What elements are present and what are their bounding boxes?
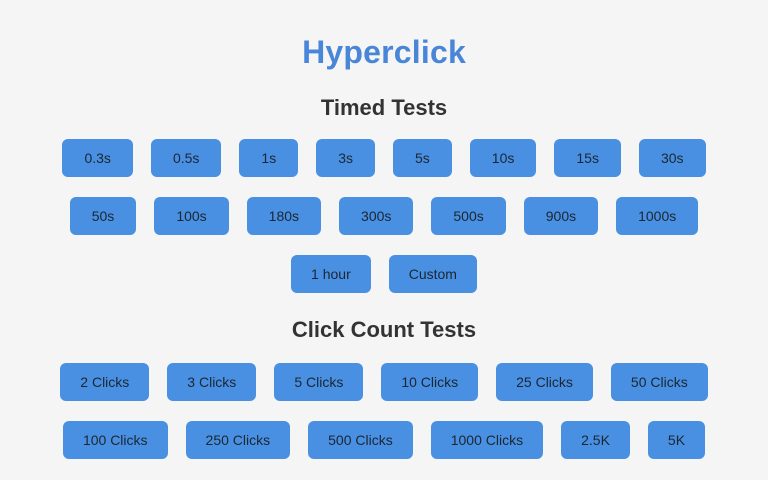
click-count-button[interactable]: 25 Clicks [496, 363, 593, 401]
timed-test-button[interactable]: 30s [638, 139, 706, 177]
timed-test-button-custom[interactable]: Custom [388, 255, 477, 293]
click-count-button[interactable]: 10 Clicks [381, 363, 479, 401]
timed-test-button[interactable]: 900s [523, 197, 599, 235]
click-count-button[interactable]: 100 Clicks [62, 421, 168, 459]
timed-test-button[interactable]: 180s [246, 197, 322, 235]
timed-test-button[interactable]: 3s [316, 139, 375, 177]
timed-test-button[interactable]: 500s [431, 197, 506, 235]
timed-tests-row-2: 50s 100s 180s 300s 500s 900s 1000s [0, 197, 768, 235]
timed-test-button[interactable]: 5s [393, 139, 452, 177]
click-count-button[interactable]: 500 Clicks [308, 421, 413, 459]
timed-test-button[interactable]: 1000s [616, 197, 699, 235]
timed-test-button[interactable]: 1s [239, 139, 299, 177]
timed-test-button[interactable]: 50s [69, 197, 137, 235]
timed-test-button[interactable]: 0.5s [150, 139, 222, 177]
click-count-button[interactable]: 2.5K [561, 421, 630, 459]
timed-test-button[interactable]: 15s [554, 139, 621, 177]
click-count-button[interactable]: 3 Clicks [167, 363, 257, 401]
click-count-button[interactable]: 5K [647, 421, 706, 459]
timed-tests-row-3: 1 hour Custom [0, 255, 768, 293]
section-heading-timed-tests: Timed Tests [320, 95, 448, 120]
click-count-button[interactable]: 5 Clicks [274, 363, 364, 401]
page-title: Hyperclick [302, 34, 466, 70]
timed-test-button-1-hour[interactable]: 1 hour [291, 255, 371, 293]
click-count-tests-row-1: 2 Clicks 3 Clicks 5 Clicks 10 Clicks 25 … [0, 363, 768, 401]
timed-test-button[interactable]: 100s [154, 197, 229, 235]
section-heading-click-count-tests: Click Count Tests [291, 317, 477, 342]
click-count-tests-row-2: 100 Clicks 250 Clicks 500 Clicks 1000 Cl… [0, 421, 768, 459]
timed-test-button[interactable]: 300s [339, 197, 414, 235]
click-count-button[interactable]: 2 Clicks [60, 363, 150, 401]
timed-test-button[interactable]: 0.3s [62, 139, 133, 177]
click-count-button[interactable]: 50 Clicks [610, 363, 708, 401]
timed-test-button[interactable]: 10s [469, 139, 537, 177]
click-count-button[interactable]: 1000 Clicks [430, 421, 544, 459]
timed-tests-row-1: 0.3s 0.5s 1s 3s 5s 10s 15s 30s [0, 139, 768, 177]
click-count-button[interactable]: 250 Clicks [185, 421, 291, 459]
